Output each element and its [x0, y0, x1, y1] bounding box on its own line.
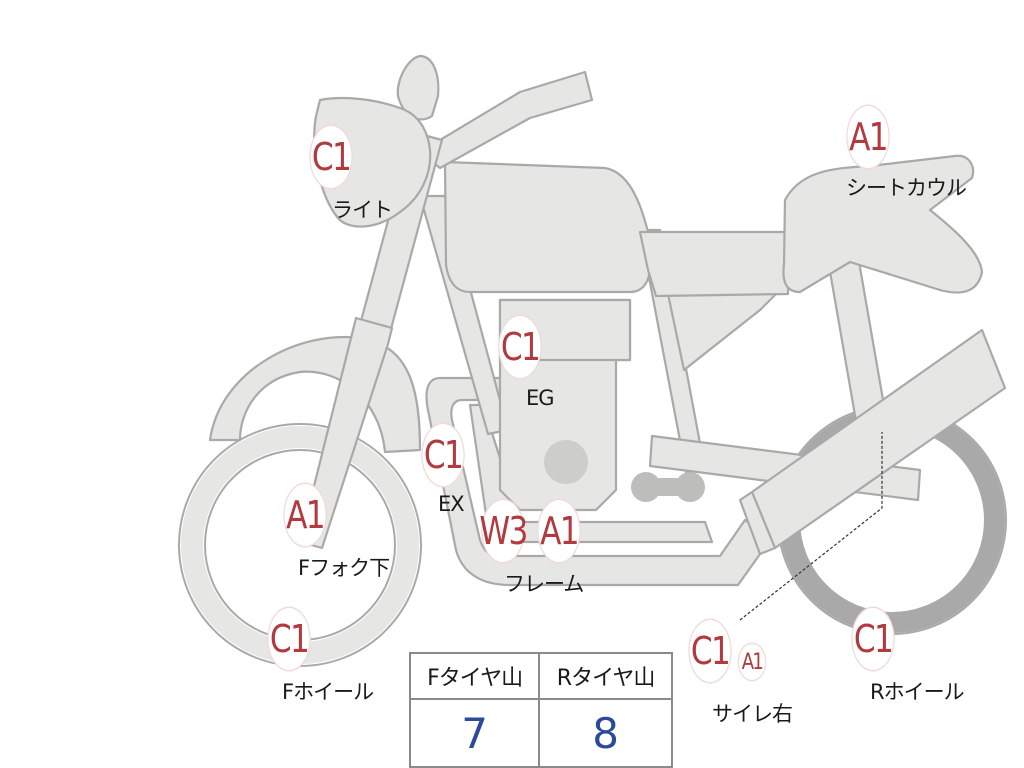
seat-cowl — [782, 154, 984, 294]
frame-a-condition-badge: A1 — [538, 500, 580, 562]
exhaust-condition-badge: C1 — [422, 424, 464, 486]
muffler-end — [738, 490, 777, 556]
seat — [638, 230, 790, 298]
tire-tread-value-row: 7 8 — [408, 698, 673, 768]
frame-w-condition-badge: W3 — [479, 500, 528, 562]
seat-side — [666, 288, 782, 372]
front-tire-tread-header: Fタイヤ山 — [408, 652, 541, 700]
muffler-right-label: サイレ右 — [712, 702, 793, 726]
muffler-callout-line — [739, 432, 883, 621]
exhaust-pipe-1 — [425, 376, 772, 587]
rear-wheel-condition-badge: C1 — [852, 608, 894, 670]
seat-cowl-label: シートカウル — [846, 176, 967, 200]
light-label: ライト — [332, 198, 393, 222]
headlight — [313, 96, 432, 228]
rear-tire-tread-value: 8 — [538, 698, 673, 768]
tire-tread-table: Fタイヤ山 Rタイヤ山 7 8 — [408, 652, 673, 768]
front-wheel-label: Fホイール — [282, 680, 374, 704]
frame-label: フレーム — [504, 572, 584, 596]
engine-condition-badge: C1 — [499, 316, 541, 378]
muffler-right-c-condition-badge: C1 — [689, 620, 731, 682]
fuel-tank — [443, 160, 652, 294]
front-fork-lower-condition-badge: A1 — [284, 484, 326, 546]
exhaust-label: EX — [438, 492, 465, 516]
handlebar — [418, 70, 594, 170]
engine-label: EG — [526, 386, 555, 410]
rear-wheel-label: Rホイール — [870, 680, 965, 704]
front-tire-tread-value: 7 — [408, 698, 541, 768]
tire-tread-header-row: Fタイヤ山 Rタイヤ山 — [408, 652, 673, 700]
front-fork-lower-label: Fフォク下 — [298, 556, 390, 580]
front-wheel-condition-badge: C1 — [268, 608, 310, 670]
seat-cowl-condition-badge: A1 — [847, 106, 889, 168]
rear-tire-tread-header: Rタイヤ山 — [538, 652, 673, 700]
light-condition-badge: C1 — [310, 126, 352, 188]
muffler-right-a-condition-badge: A1 — [738, 644, 766, 680]
engine-cover — [544, 440, 588, 484]
